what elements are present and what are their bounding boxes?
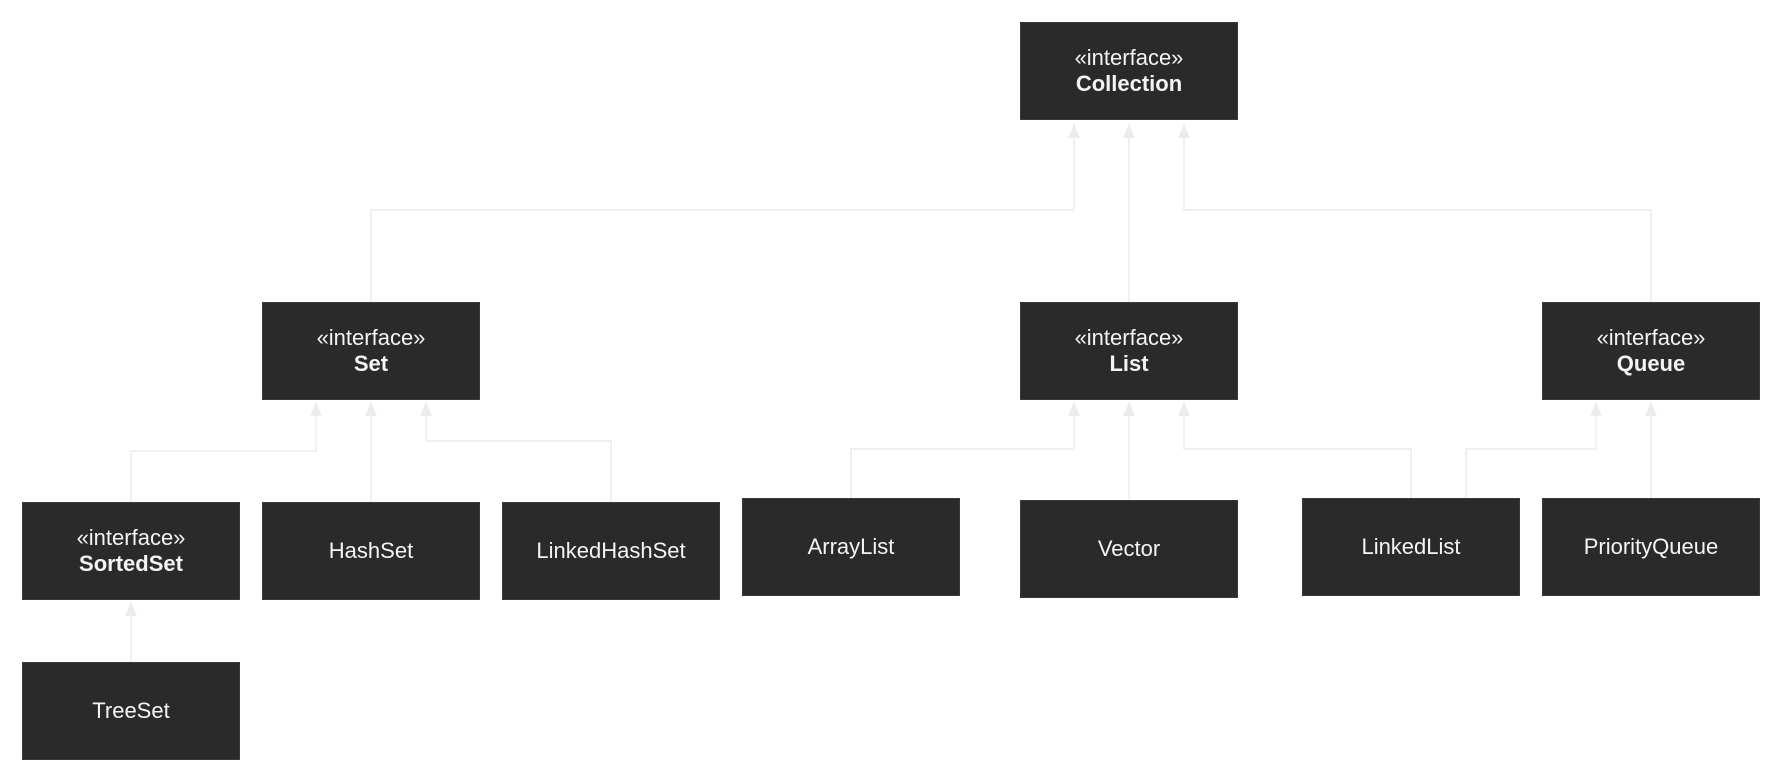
node-treeset-name: TreeSet xyxy=(92,697,170,723)
arrowhead-priorityqueue-to-queue xyxy=(1645,402,1657,416)
node-set-name: Set xyxy=(353,351,389,376)
arrowhead-vector-to-list xyxy=(1123,402,1135,416)
node-list-name: List xyxy=(1109,351,1149,376)
node-collection-name: Collection xyxy=(1075,71,1183,96)
node-collection-stereotype: «interface» xyxy=(1074,44,1184,70)
node-linkedhashset-name: LinkedHashSet xyxy=(536,537,686,563)
edge-arraylist-to-list xyxy=(850,402,1075,498)
node-arraylist-name: ArrayList xyxy=(807,533,895,559)
arrowhead-treeset-to-sortedset xyxy=(125,602,137,616)
edge-sortedset-to-set xyxy=(130,402,317,502)
arrowhead-sortedset-to-set xyxy=(310,402,322,416)
node-set-stereotype: «interface» xyxy=(316,324,426,350)
node-queue-name: Queue xyxy=(1616,351,1686,376)
node-linkedhashset: LinkedHashSet xyxy=(502,502,720,600)
arrowhead-linkedlist-to-queue xyxy=(1590,402,1602,416)
node-treeset: TreeSet xyxy=(22,662,240,760)
arrowhead-linkedhashset-to-set xyxy=(420,402,432,416)
arrowhead-set-to-collection xyxy=(1068,124,1080,138)
node-vector: Vector xyxy=(1020,500,1238,598)
node-hashset: HashSet xyxy=(262,502,480,600)
node-priorityqueue: PriorityQueue xyxy=(1542,498,1760,596)
edge-linkedlist-to-list xyxy=(1183,402,1412,498)
node-arraylist: ArrayList xyxy=(742,498,960,596)
node-queue: «interface» Queue xyxy=(1542,302,1760,400)
node-set: «interface» Set xyxy=(262,302,480,400)
edge-linkedlist-to-queue xyxy=(1465,402,1597,498)
node-vector-name: Vector xyxy=(1097,535,1161,561)
node-priorityqueue-name: PriorityQueue xyxy=(1583,533,1719,559)
node-linkedlist-name: LinkedList xyxy=(1361,533,1461,559)
arrowhead-list-to-collection xyxy=(1123,124,1135,138)
node-linkedlist: LinkedList xyxy=(1302,498,1520,596)
node-list: «interface» List xyxy=(1020,302,1238,400)
arrowhead-linkedlist-to-list xyxy=(1178,402,1190,416)
arrowhead-queue-to-collection xyxy=(1178,124,1190,138)
node-queue-stereotype: «interface» xyxy=(1596,324,1706,350)
edge-set-to-collection xyxy=(370,124,1075,302)
node-list-stereotype: «interface» xyxy=(1074,324,1184,350)
arrowhead-hashset-to-set xyxy=(365,402,377,416)
edge-linkedhashset-to-set xyxy=(425,402,612,502)
node-hashset-name: HashSet xyxy=(328,537,414,563)
node-sortedset-name: SortedSet xyxy=(79,551,183,576)
edge-queue-to-collection xyxy=(1183,124,1652,302)
node-collection: «interface» Collection xyxy=(1020,22,1238,120)
arrowhead-arraylist-to-list xyxy=(1068,402,1080,416)
node-sortedset: «interface» SortedSet xyxy=(22,502,240,600)
node-sortedset-stereotype: «interface» xyxy=(76,524,186,550)
